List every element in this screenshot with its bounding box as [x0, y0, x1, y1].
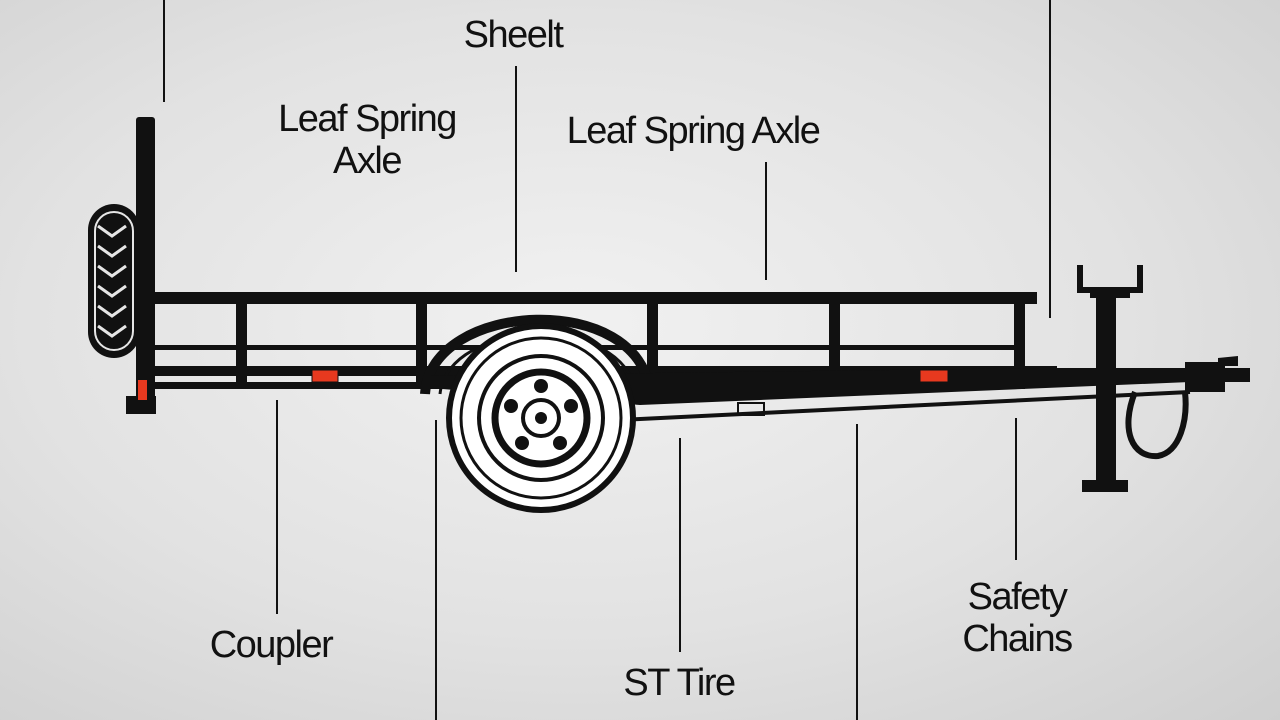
label-st-tire: ST Tire	[623, 662, 736, 704]
reflector-side-rear	[919, 369, 949, 383]
reflector-rear	[138, 380, 147, 400]
label-safety-chains: Safety Chains	[948, 576, 1086, 660]
label-leaf-spring-axle-left-line2: Axle	[333, 140, 402, 182]
label-leaf-spring-axle-left: Leaf Spring Axle	[262, 98, 472, 182]
rear-post	[136, 117, 155, 413]
rear-foot	[126, 396, 156, 414]
wheel	[446, 323, 636, 513]
label-safety-chains-line1: Safety	[967, 576, 1068, 618]
label-coupler: Coupler	[209, 624, 334, 666]
label-sheet: Sheelt	[463, 14, 564, 56]
label-leaf-spring-axle-right: Leaf Spring Axle	[566, 110, 821, 152]
spare-tire	[88, 204, 140, 358]
safety-chain	[1125, 390, 1189, 460]
top-rail	[145, 292, 1037, 304]
label-leaf-spring-axle-left-line1: Leaf Spring	[278, 98, 457, 140]
leader-lines	[163, 0, 1051, 720]
reflectors	[138, 369, 949, 400]
tongue-jack	[1077, 265, 1143, 492]
label-safety-chains-line2: Chains	[962, 618, 1073, 660]
reflector-side-front	[311, 369, 339, 383]
coupler-hitch	[1185, 356, 1250, 392]
fender	[420, 314, 655, 395]
